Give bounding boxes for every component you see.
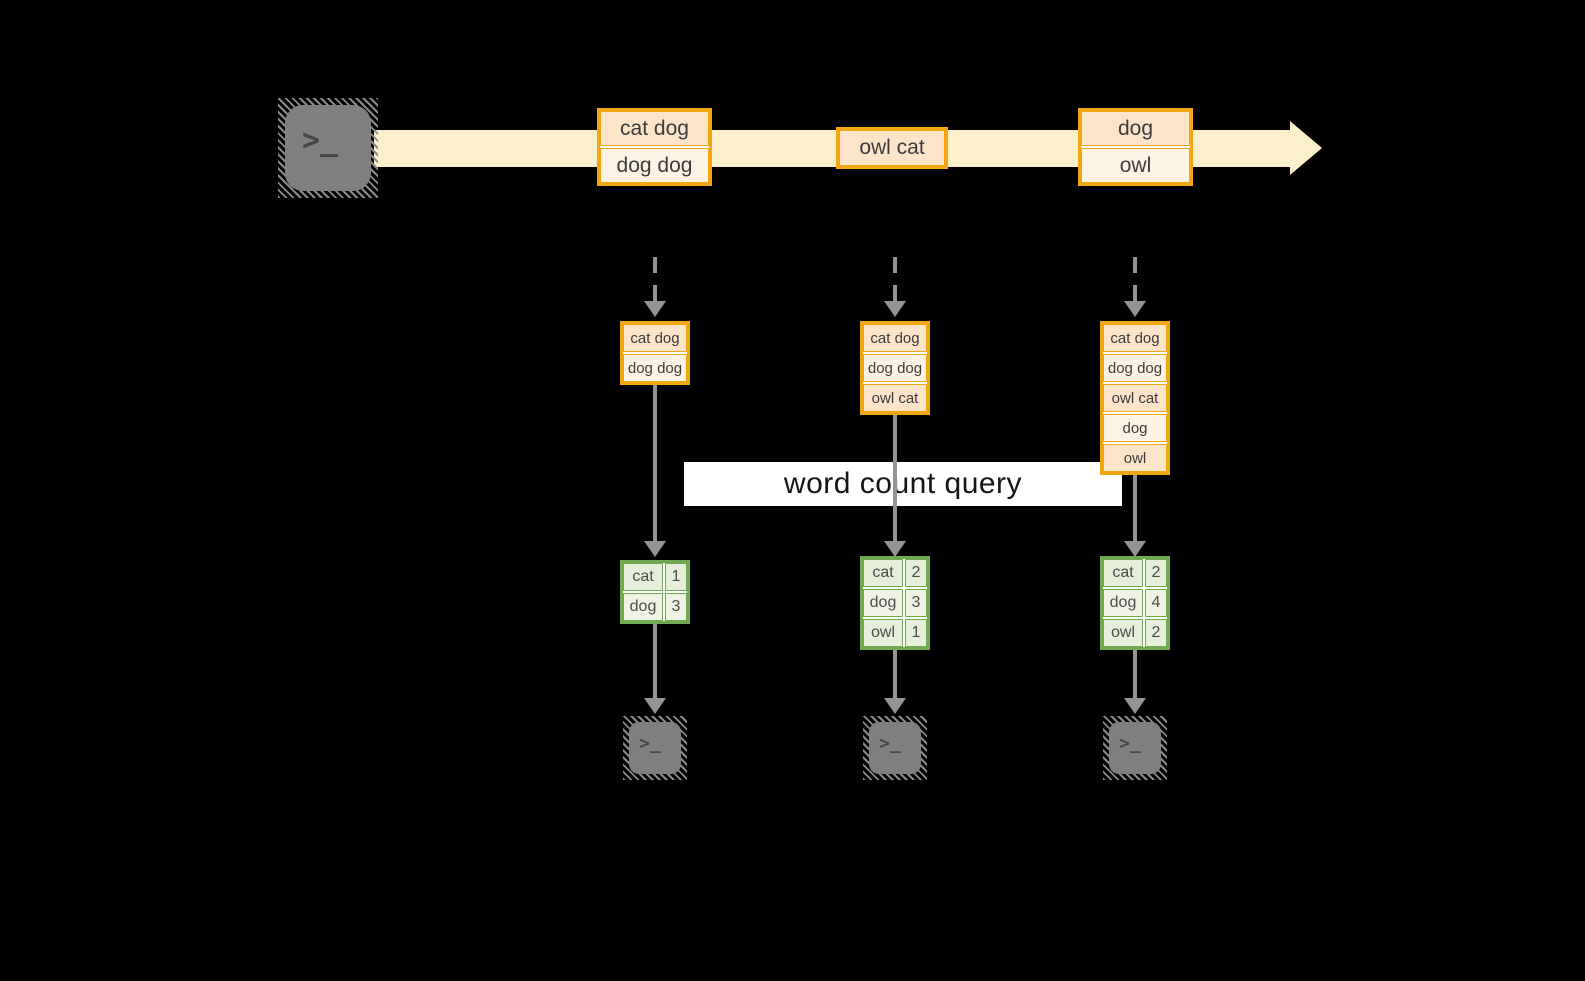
count-cell: 3 — [665, 593, 687, 621]
buffered-record: dog dog — [623, 354, 687, 382]
down-arrowhead-icon — [884, 698, 906, 714]
stream-record-box-1: cat dog dog dog — [597, 108, 712, 186]
terminal-body: >_ — [869, 722, 921, 774]
stream-timeline-arrowhead-icon — [1290, 121, 1322, 175]
word-count-table-col2: cat 2 dog 3 owl 1 — [860, 556, 930, 650]
word-cell: dog — [623, 593, 663, 621]
down-arrowhead-icon — [884, 301, 906, 317]
buffered-record: cat dog — [863, 324, 927, 352]
terminal-body: >_ — [629, 722, 681, 774]
query-arrow-col3 — [1133, 475, 1137, 541]
stream-record: dog — [1081, 111, 1190, 146]
count-cell: 2 — [905, 559, 927, 587]
word-cell: owl — [863, 619, 903, 647]
query-arrow-col1 — [653, 385, 657, 541]
word-cell: cat — [623, 563, 663, 591]
buffered-records-box-col1: cat dog dog dog — [620, 321, 690, 385]
source-terminal-icon: >_ — [278, 98, 378, 198]
buffered-record: owl cat — [1103, 384, 1167, 412]
buffered-record: dog — [1103, 414, 1167, 442]
stream-record: owl — [1081, 148, 1190, 183]
buffered-record: owl cat — [863, 384, 927, 412]
buffered-record: cat dog — [1103, 324, 1167, 352]
count-cell: 2 — [1145, 559, 1167, 587]
buffered-record: dog dog — [1103, 354, 1167, 382]
count-cell: 1 — [905, 619, 927, 647]
buffered-record: owl — [1103, 444, 1167, 472]
count-cell: 4 — [1145, 589, 1167, 617]
buffered-records-box-col3: cat dog dog dog owl cat dog owl — [1100, 321, 1170, 475]
query-label-banner: word count query — [684, 462, 1122, 506]
down-arrowhead-icon — [644, 698, 666, 714]
terminal-body: >_ — [285, 105, 371, 191]
count-cell: 3 — [905, 589, 927, 617]
stream-record-box-3: dog owl — [1078, 108, 1193, 186]
query-label: word count query — [783, 467, 1023, 500]
output-terminal-icon-col3: >_ — [1103, 716, 1167, 780]
output-terminal-icon-col1: >_ — [623, 716, 687, 780]
terminal-prompt-glyph: >_ — [301, 122, 339, 158]
count-cell: 2 — [1145, 619, 1167, 647]
ingest-arrow-col2 — [893, 257, 897, 301]
stream-record: owl cat — [839, 130, 945, 166]
count-cell: 1 — [665, 563, 687, 591]
word-count-table-col3: cat 2 dog 4 owl 2 — [1100, 556, 1170, 650]
output-terminal-icon-col2: >_ — [863, 716, 927, 780]
word-cell: cat — [1103, 559, 1143, 587]
terminal-prompt-glyph: >_ — [1119, 732, 1141, 754]
ingest-arrow-col3 — [1133, 257, 1137, 301]
down-arrowhead-icon — [884, 541, 906, 557]
down-arrowhead-icon — [644, 541, 666, 557]
word-cell: dog — [863, 589, 903, 617]
stream-record: dog dog — [600, 148, 709, 183]
stream-record-box-2: owl cat — [836, 127, 948, 169]
down-arrowhead-icon — [1124, 698, 1146, 714]
terminal-prompt-glyph: >_ — [879, 732, 901, 754]
query-arrow-col2 — [893, 415, 897, 541]
down-arrowhead-icon — [1124, 541, 1146, 557]
word-cell: cat — [863, 559, 903, 587]
word-count-table-col1: cat 1 dog 3 — [620, 560, 690, 624]
buffered-record: dog dog — [863, 354, 927, 382]
output-arrow-col1 — [653, 624, 657, 698]
output-arrow-col2 — [893, 650, 897, 698]
buffered-record: cat dog — [623, 324, 687, 352]
word-cell: dog — [1103, 589, 1143, 617]
word-cell: owl — [1103, 619, 1143, 647]
buffered-records-box-col2: cat dog dog dog owl cat — [860, 321, 930, 415]
ingest-arrow-col1 — [653, 257, 657, 301]
down-arrowhead-icon — [1124, 301, 1146, 317]
terminal-prompt-glyph: >_ — [639, 732, 661, 754]
output-arrow-col3 — [1133, 650, 1137, 698]
down-arrowhead-icon — [644, 301, 666, 317]
stream-record: cat dog — [600, 111, 709, 146]
terminal-body: >_ — [1109, 722, 1161, 774]
